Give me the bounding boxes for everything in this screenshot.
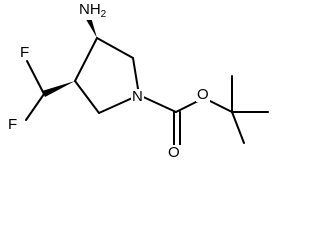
amine-label: NH2	[78, 1, 108, 20]
structure-diagram	[25, 14, 269, 147]
bond-c5-c4	[74, 80, 100, 114]
fluorine-top-label: F	[19, 44, 31, 61]
bond-c2-n1	[132, 57, 140, 96]
bond-c-f-bottom	[25, 93, 45, 121]
ring-nitrogen-label: N	[131, 88, 144, 105]
fluorine-bottom-label: F	[7, 116, 19, 133]
wedge-bond-amine	[84, 14, 97, 38]
wedge-bond-difluoromethyl	[42, 81, 75, 97]
bond-c4-c3	[74, 37, 98, 82]
bond-tbutyl-methyl-down	[231, 111, 245, 144]
carbonyl-oxygen-label: O	[167, 144, 181, 161]
bond-c-f-top	[26, 60, 45, 95]
ester-oxygen-label: O	[196, 86, 210, 103]
bond-ester-oxygen-to-tertiary-carbon	[209, 100, 233, 113]
molecule-canvas: NH2 F F N O O	[7, 1, 269, 161]
bond-carbonyl-to-ester-oxygen	[175, 100, 199, 113]
bond-c3-c2	[96, 37, 134, 59]
bond-n1-carbonyl-carbon	[138, 94, 177, 113]
